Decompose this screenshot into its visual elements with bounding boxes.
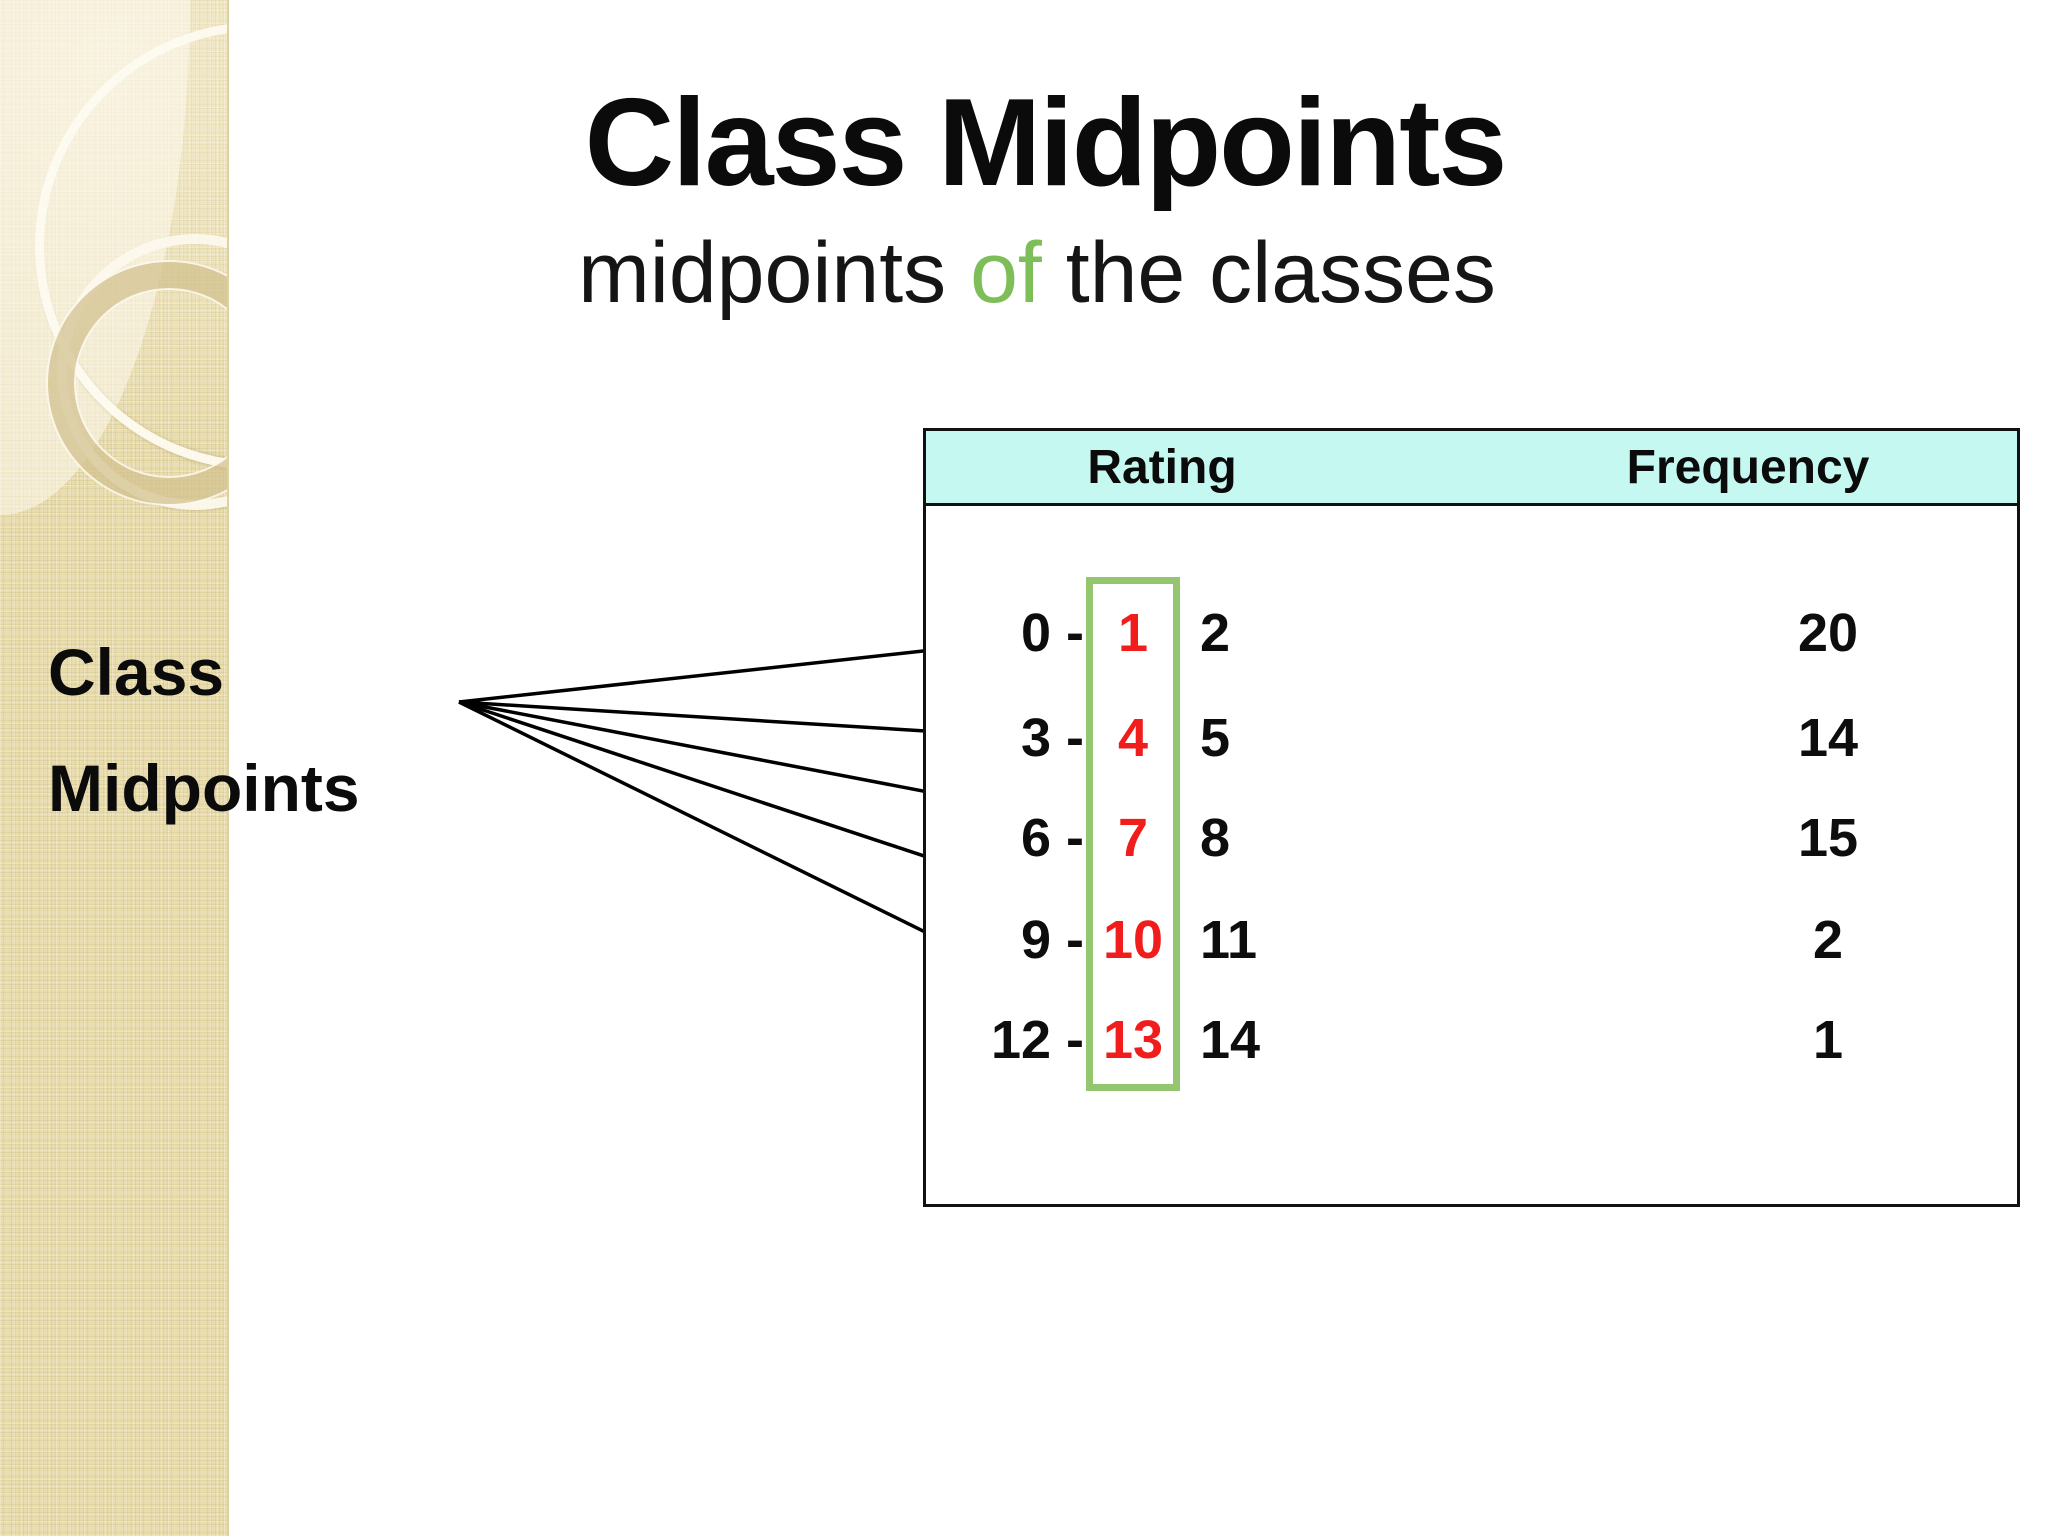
frequency-value: 15 xyxy=(1797,808,1859,868)
slide-title: Class Midpoints xyxy=(584,74,1508,212)
class-midpoints-label-line2: Midpoints xyxy=(48,751,360,825)
column-header-frequency: Frequency xyxy=(1626,441,1870,494)
table-row: 12 - 13 14 1 xyxy=(926,1008,2017,1072)
table-row: 9 - 10 11 2 xyxy=(926,908,2017,972)
rating-lower-bound: 3 - xyxy=(1020,708,1084,768)
table-row: 6 - 7 8 15 xyxy=(926,806,2017,870)
class-midpoint-value: 1 xyxy=(1117,603,1149,663)
slide-subtitle: midpoints of the classes xyxy=(0,224,2048,323)
class-midpoint-value: 13 xyxy=(1102,1010,1164,1070)
midpoint-highlight-box xyxy=(1086,577,1180,1091)
class-midpoint-value: 4 xyxy=(1117,708,1149,768)
table-header-row: Rating Frequency xyxy=(926,431,2017,506)
class-midpoints-label-line1: Class xyxy=(48,635,225,709)
rating-lower-bound: 6 - xyxy=(1020,808,1084,868)
class-midpoint-value: 10 xyxy=(1102,910,1164,970)
subtitle-text-post: the classes xyxy=(1041,225,1496,321)
rating-upper-bound: 8 xyxy=(1200,808,1231,868)
frequency-table: Rating Frequency 0 - 1 2 20 3 - 4 5 14 6… xyxy=(923,428,2020,1207)
frequency-value: 1 xyxy=(1812,1010,1844,1070)
rating-upper-bound: 11 xyxy=(1200,910,1258,970)
class-midpoints-label: Class Midpoints xyxy=(48,614,360,846)
table-row: 0 - 1 2 20 xyxy=(926,601,2017,665)
subtitle-word-of: of xyxy=(970,225,1042,321)
table-row: 3 - 4 5 14 xyxy=(926,706,2017,770)
class-midpoint-value: 7 xyxy=(1117,808,1149,868)
rating-lower-bound: 0 - xyxy=(1020,603,1084,663)
rating-upper-bound: 14 xyxy=(1200,1010,1261,1070)
frequency-value: 20 xyxy=(1797,603,1859,663)
frequency-value: 2 xyxy=(1812,910,1844,970)
rating-upper-bound: 5 xyxy=(1200,708,1231,768)
sidebar-decoration xyxy=(0,0,229,1536)
frequency-value: 14 xyxy=(1797,708,1859,768)
rating-lower-bound: 9 - xyxy=(1020,910,1084,970)
rating-lower-bound: 12 - xyxy=(990,1010,1084,1070)
rating-upper-bound: 2 xyxy=(1200,603,1231,663)
subtitle-text-pre: midpoints xyxy=(578,225,971,321)
column-header-rating: Rating xyxy=(1087,441,1237,494)
